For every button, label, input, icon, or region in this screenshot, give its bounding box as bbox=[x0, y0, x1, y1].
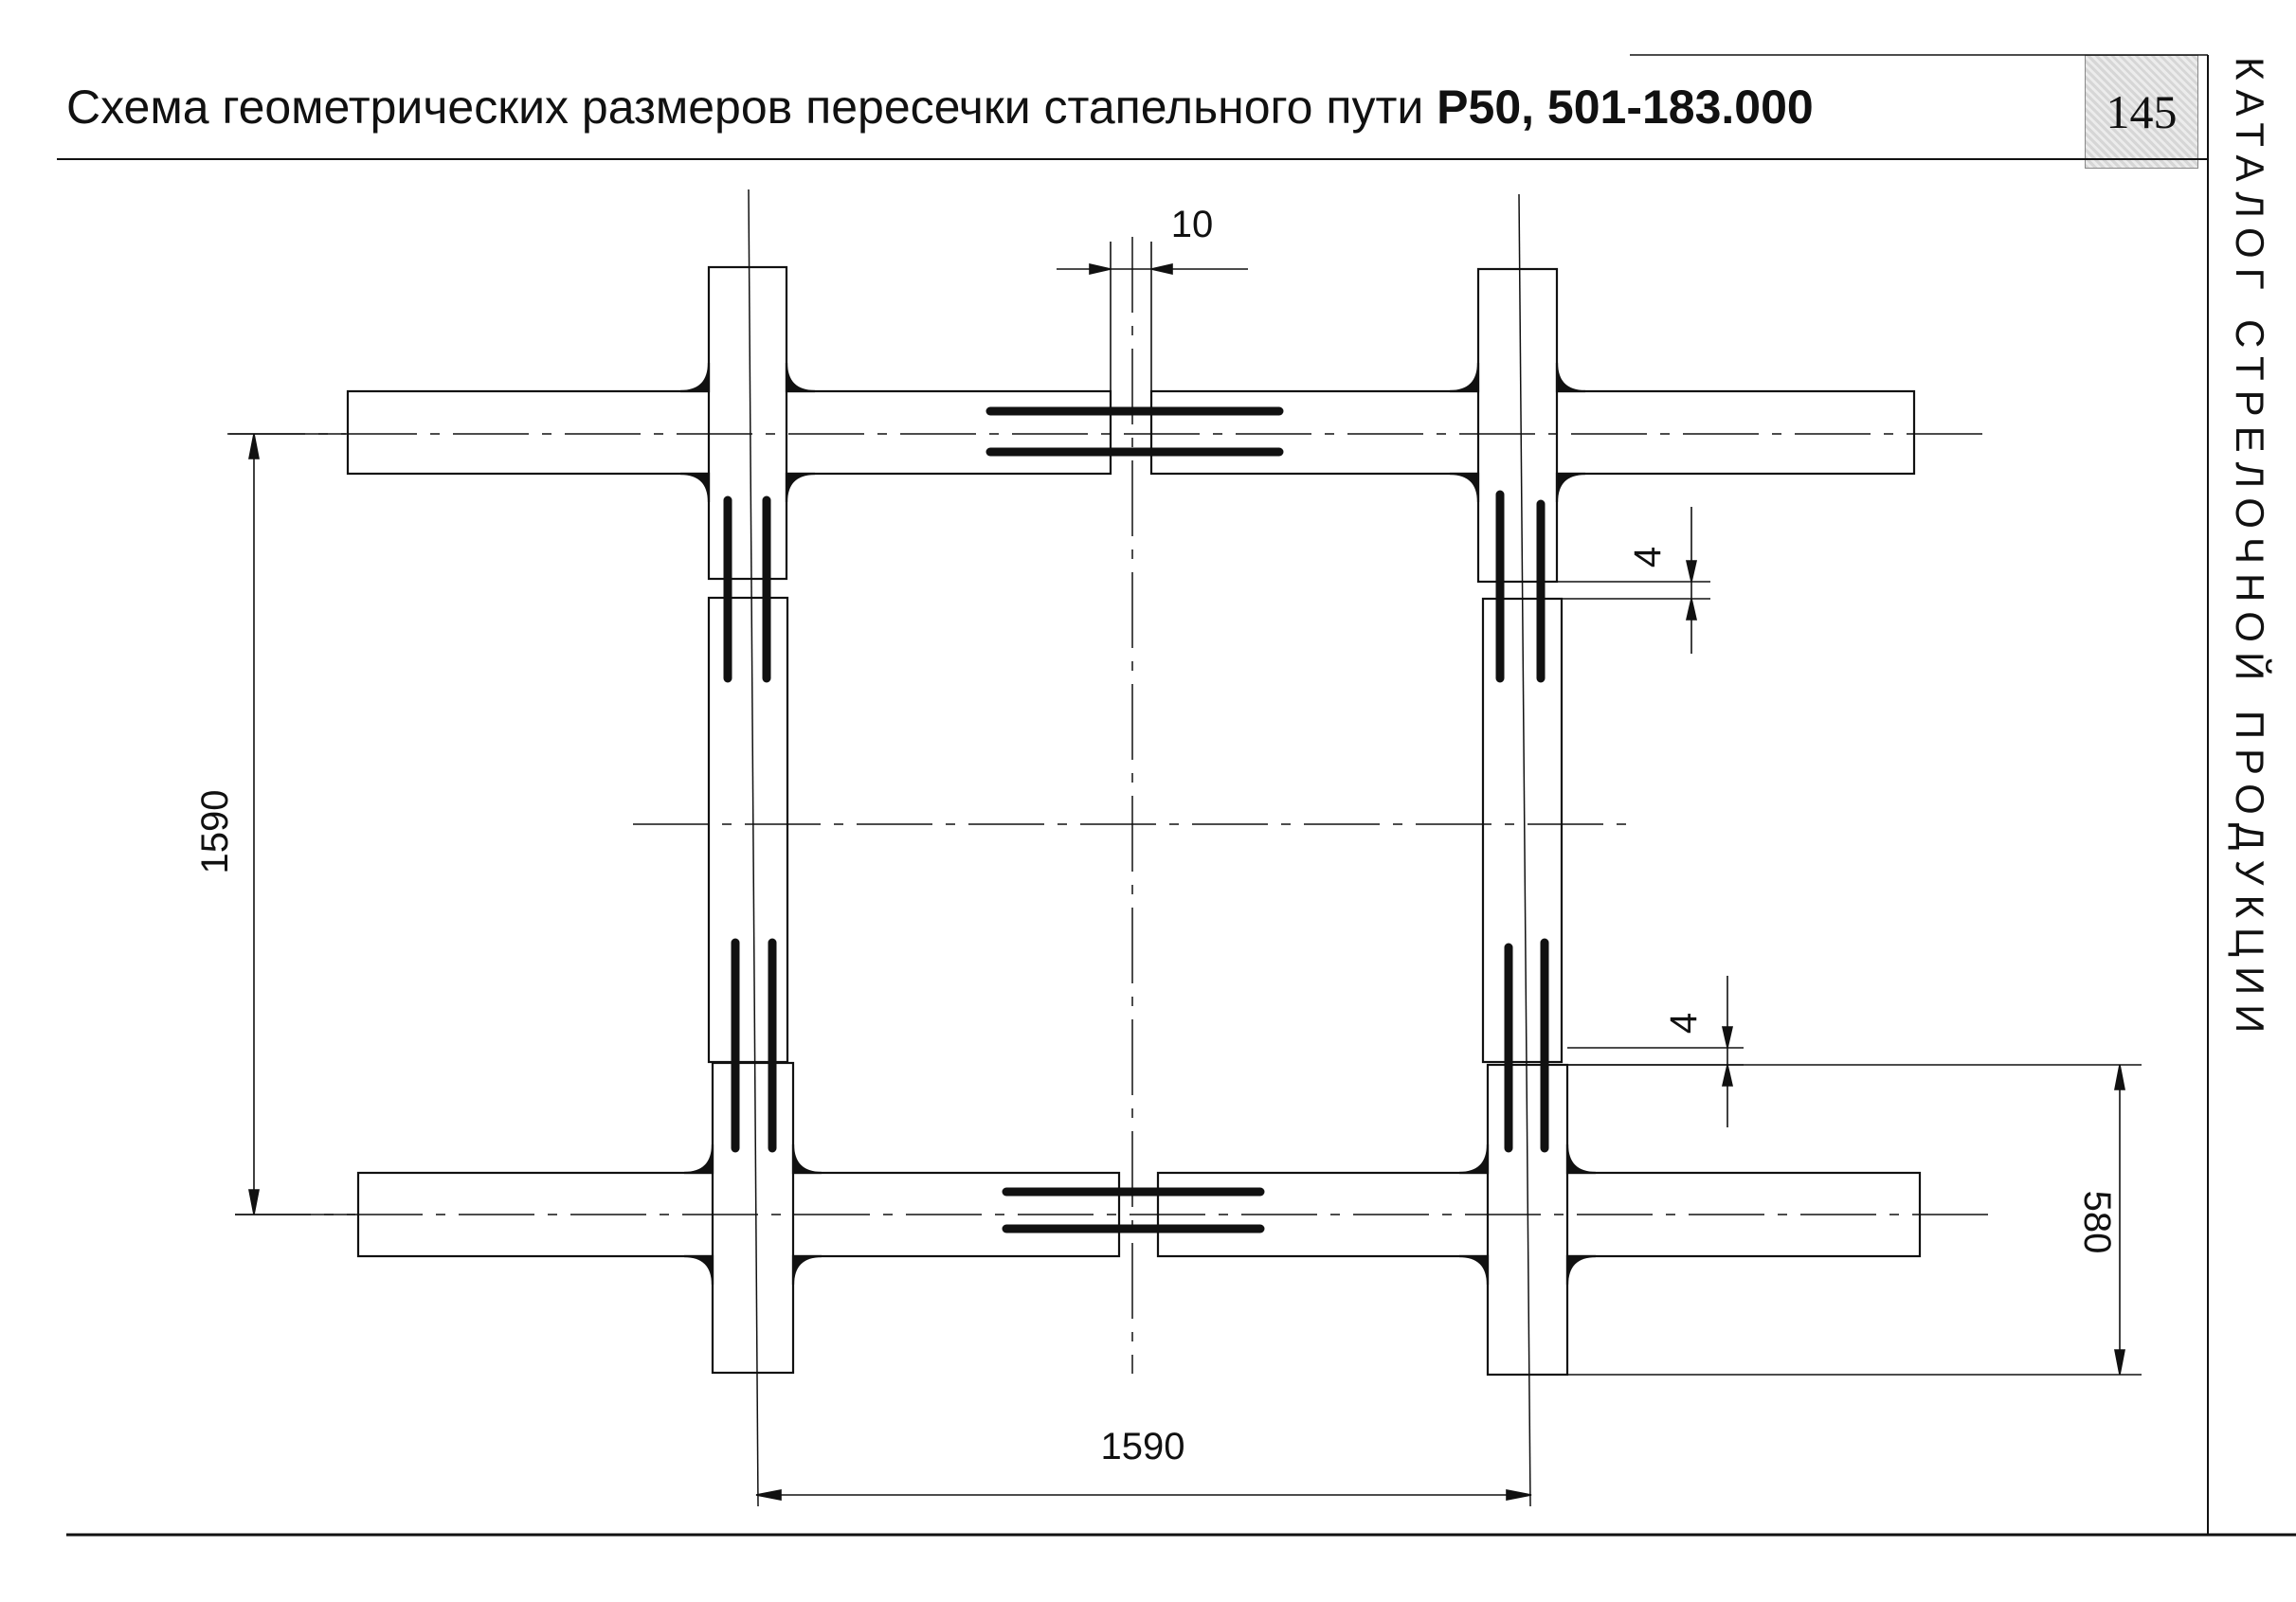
dim-gap-right-upper: 4 bbox=[1627, 547, 1669, 567]
dimension-lines bbox=[227, 242, 2142, 1501]
centre-lines bbox=[229, 189, 1999, 1507]
dim-height-left: 1590 bbox=[194, 790, 236, 874]
page-frame bbox=[57, 54, 2296, 1537]
title-product-code: Р50, 501-183.000 bbox=[1437, 81, 1814, 134]
crossing-fillets bbox=[679, 362, 1597, 1286]
right-middle-vertical-bar bbox=[1481, 597, 1564, 1064]
right-upper-vertical-bar bbox=[1476, 267, 1559, 584]
dim-gap-right-lower: 4 bbox=[1663, 1013, 1705, 1034]
side-caption-text: КАТАЛОГ СТРЕЛОЧНОЙ ПРОДУКЦИИ bbox=[2228, 57, 2272, 1043]
left-lower-vertical-bar bbox=[711, 1061, 795, 1375]
dimension-labels: 10 4 4 1590 1590 580 bbox=[194, 204, 2118, 1467]
side-caption: КАТАЛОГ СТРЕЛОЧНОЙ ПРОДУКЦИИ bbox=[2203, 57, 2296, 1061]
title-text: Схема геометрических размеров пересечки … bbox=[66, 81, 1437, 134]
page-number: 145 bbox=[2085, 55, 2198, 169]
joint-bars bbox=[723, 406, 1549, 1233]
dim-width-bottom: 1590 bbox=[1101, 1426, 1185, 1467]
left-upper-vertical-bar bbox=[707, 265, 788, 581]
dim-gap-top: 10 bbox=[1171, 204, 1214, 245]
dim-height-right: 580 bbox=[2076, 1191, 2118, 1254]
page-title: Схема геометрических размеров пересечки … bbox=[66, 74, 1814, 140]
